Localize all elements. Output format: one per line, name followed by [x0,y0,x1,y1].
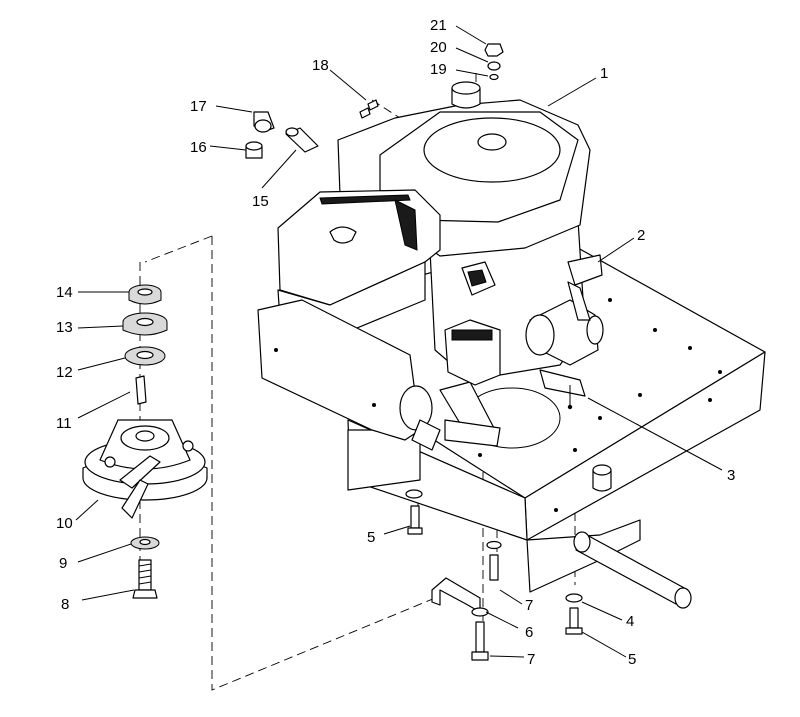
callout-labels: 1 2 3 4 5 5 6 7 7 8 9 10 11 12 13 14 15 … [56,17,735,668]
callout-13: 13 [56,319,73,336]
callout-4: 4 [626,613,634,630]
callout-11: 11 [56,415,72,432]
callout-16: 16 [190,139,207,156]
callout-1: 1 [600,65,608,82]
callout-12: 12 [56,364,73,381]
callout-17: 17 [190,98,207,115]
callout-19: 19 [430,61,447,78]
top-hardware-stack [484,43,504,81]
callout-15: 15 [252,193,269,210]
axle-tube [573,531,692,609]
deck-mounting-hardware [405,489,583,661]
callout-21: 21 [430,17,447,34]
callout-7: 7 [527,651,535,668]
callout-2: 2 [637,227,645,244]
callout-8: 8 [61,596,69,613]
callout-7: 7 [525,597,533,614]
callout-20: 20 [430,39,447,56]
fuel-fittings [245,99,379,159]
pto-clutch-assembly [82,284,208,599]
callout-14: 14 [56,284,73,301]
callout-5: 5 [628,651,636,668]
callout-9: 9 [59,555,67,572]
engine-assembly [257,81,604,451]
leader-lines [75,25,723,658]
callout-5: 5 [367,529,375,546]
callout-3: 3 [727,467,735,484]
callout-18: 18 [312,57,329,74]
callout-6: 6 [525,624,533,641]
callout-10: 10 [56,515,73,532]
